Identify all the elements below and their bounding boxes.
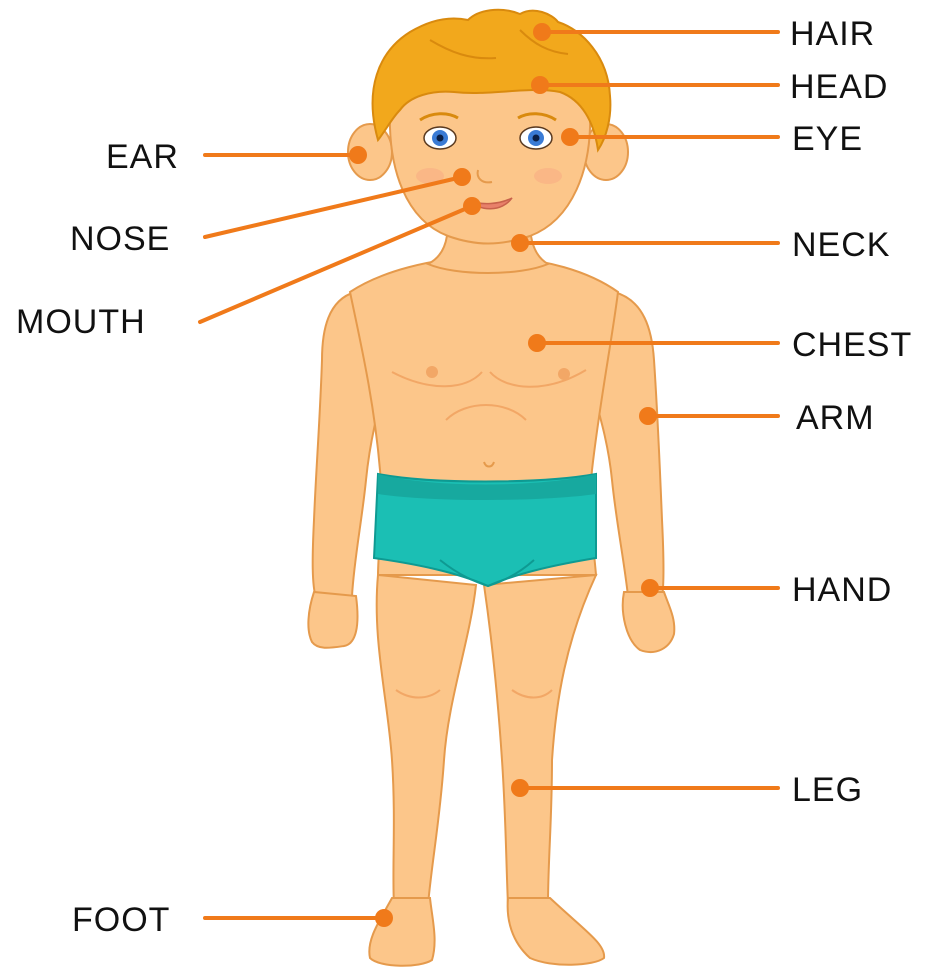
dot-mouth <box>463 197 481 215</box>
left-hand <box>308 592 357 648</box>
dot-eye <box>561 128 579 146</box>
label-hand: HAND <box>792 573 892 607</box>
label-arm: ARM <box>796 401 875 435</box>
dot-leg <box>511 779 529 797</box>
label-hair: HAIR <box>790 17 875 51</box>
left-leg <box>377 575 476 905</box>
right-hand <box>623 592 675 652</box>
label-head: HEAD <box>790 70 888 104</box>
label-nose: NOSE <box>70 222 170 256</box>
dot-head <box>531 76 549 94</box>
label-chest: CHEST <box>792 328 912 362</box>
dot-ear <box>349 146 367 164</box>
dot-foot <box>375 909 393 927</box>
dot-nose <box>453 168 471 186</box>
feet <box>369 898 604 966</box>
right-foot <box>508 898 604 965</box>
label-neck: NECK <box>792 228 890 262</box>
label-ear: EAR <box>106 140 179 174</box>
dot-hand <box>641 579 659 597</box>
right-leg <box>484 575 596 905</box>
label-mouth: MOUTH <box>16 305 146 339</box>
dot-arm <box>639 407 657 425</box>
dot-neck <box>511 234 529 252</box>
label-foot: FOOT <box>72 903 170 937</box>
dot-chest <box>528 334 546 352</box>
label-eye: EYE <box>792 122 863 156</box>
legs <box>377 575 596 905</box>
label-leg: LEG <box>792 773 863 807</box>
dot-hair <box>533 23 551 41</box>
left-foot <box>369 898 434 966</box>
